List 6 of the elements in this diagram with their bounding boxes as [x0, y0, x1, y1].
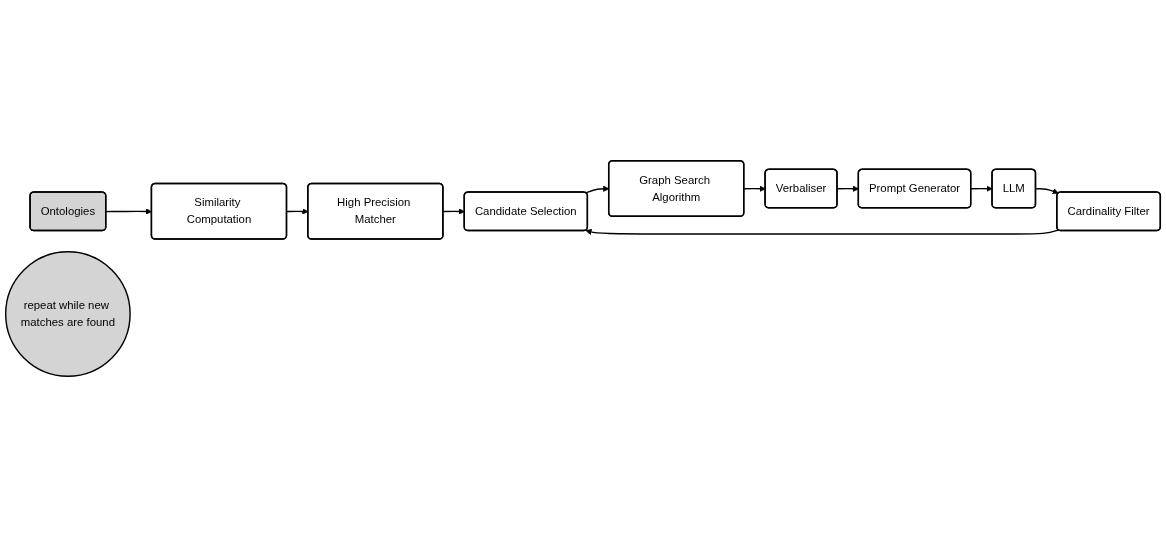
node-circle: repeat while new matches are found — [5, 251, 131, 377]
arrow — [1035, 188, 1059, 195]
arrow — [743, 185, 766, 192]
arrow — [585, 229, 1060, 236]
arrow — [970, 185, 993, 192]
arrow — [442, 208, 465, 215]
